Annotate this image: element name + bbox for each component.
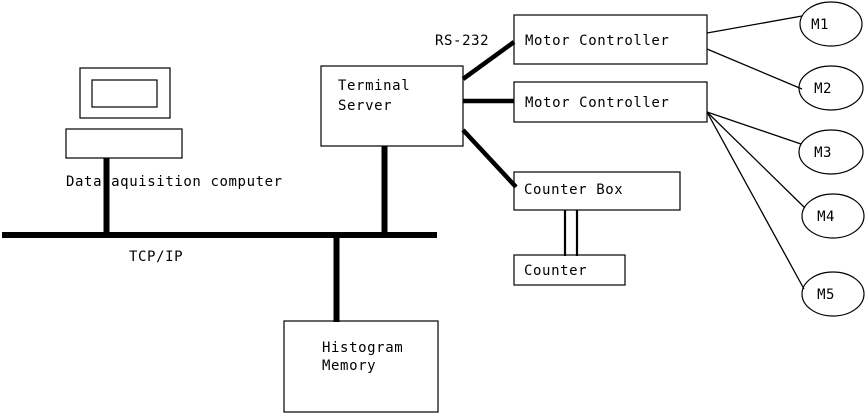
motor-controller-1-label: Motor Controller bbox=[525, 33, 669, 49]
motor-m3-ellipse[interactable] bbox=[798, 129, 864, 175]
motor-m2-label: M2 bbox=[814, 81, 832, 97]
terminal-server-label-line2: Server bbox=[338, 98, 392, 114]
motor-controller-2-to-m3-link bbox=[706, 111, 802, 145]
motor-m5-ellipse[interactable] bbox=[801, 271, 865, 317]
motor-m4-ellipse[interactable] bbox=[801, 193, 865, 239]
monitor-screen-icon bbox=[91, 79, 158, 108]
motor-controller-1-to-m1-link bbox=[706, 15, 803, 34]
histogram-memory-box[interactable] bbox=[283, 320, 439, 413]
motor-controller-2-box[interactable] bbox=[513, 81, 708, 123]
counter-box-label: Counter Box bbox=[524, 182, 623, 198]
terminal-server-to-counter-box-link bbox=[461, 128, 518, 189]
histogram-memory-label-line1: Histogram bbox=[322, 340, 403, 356]
data-acquisition-computer-label: Data aquisition computer bbox=[66, 174, 283, 190]
motor-m2-ellipse[interactable] bbox=[798, 65, 864, 111]
computer-base-icon bbox=[65, 128, 183, 159]
terminal-server-box[interactable] bbox=[320, 65, 464, 147]
motor-m5-label: M5 bbox=[817, 287, 835, 303]
motor-m1-label: M1 bbox=[811, 17, 829, 33]
motor-controller-1-box[interactable] bbox=[513, 14, 708, 65]
terminal-server-label-line1: Terminal bbox=[338, 78, 410, 94]
motor-m1-ellipse[interactable] bbox=[799, 1, 863, 47]
counter-box-box[interactable] bbox=[513, 171, 681, 211]
counter-box[interactable] bbox=[513, 254, 626, 286]
motor-controller-1-to-m2-link bbox=[706, 48, 803, 90]
rs232-link-label: RS-232 bbox=[435, 33, 489, 49]
monitor-outer-icon bbox=[79, 67, 171, 119]
motor-controller-2-to-m5-link bbox=[706, 111, 805, 290]
tcpip-bus-label: TCP/IP bbox=[129, 249, 183, 265]
motor-m4-label: M4 bbox=[817, 209, 835, 225]
counter-label: Counter bbox=[524, 263, 587, 279]
motor-controller-2-to-m4-link bbox=[706, 111, 806, 209]
terminal-server-to-motor-controller-1-link bbox=[461, 40, 516, 81]
motor-m3-label: M3 bbox=[814, 145, 832, 161]
data-acquisition-computer-group[interactable] bbox=[65, 67, 183, 236]
motor-controller-2-label: Motor Controller bbox=[525, 95, 669, 111]
histogram-memory-label-line2: Memory bbox=[322, 358, 376, 374]
